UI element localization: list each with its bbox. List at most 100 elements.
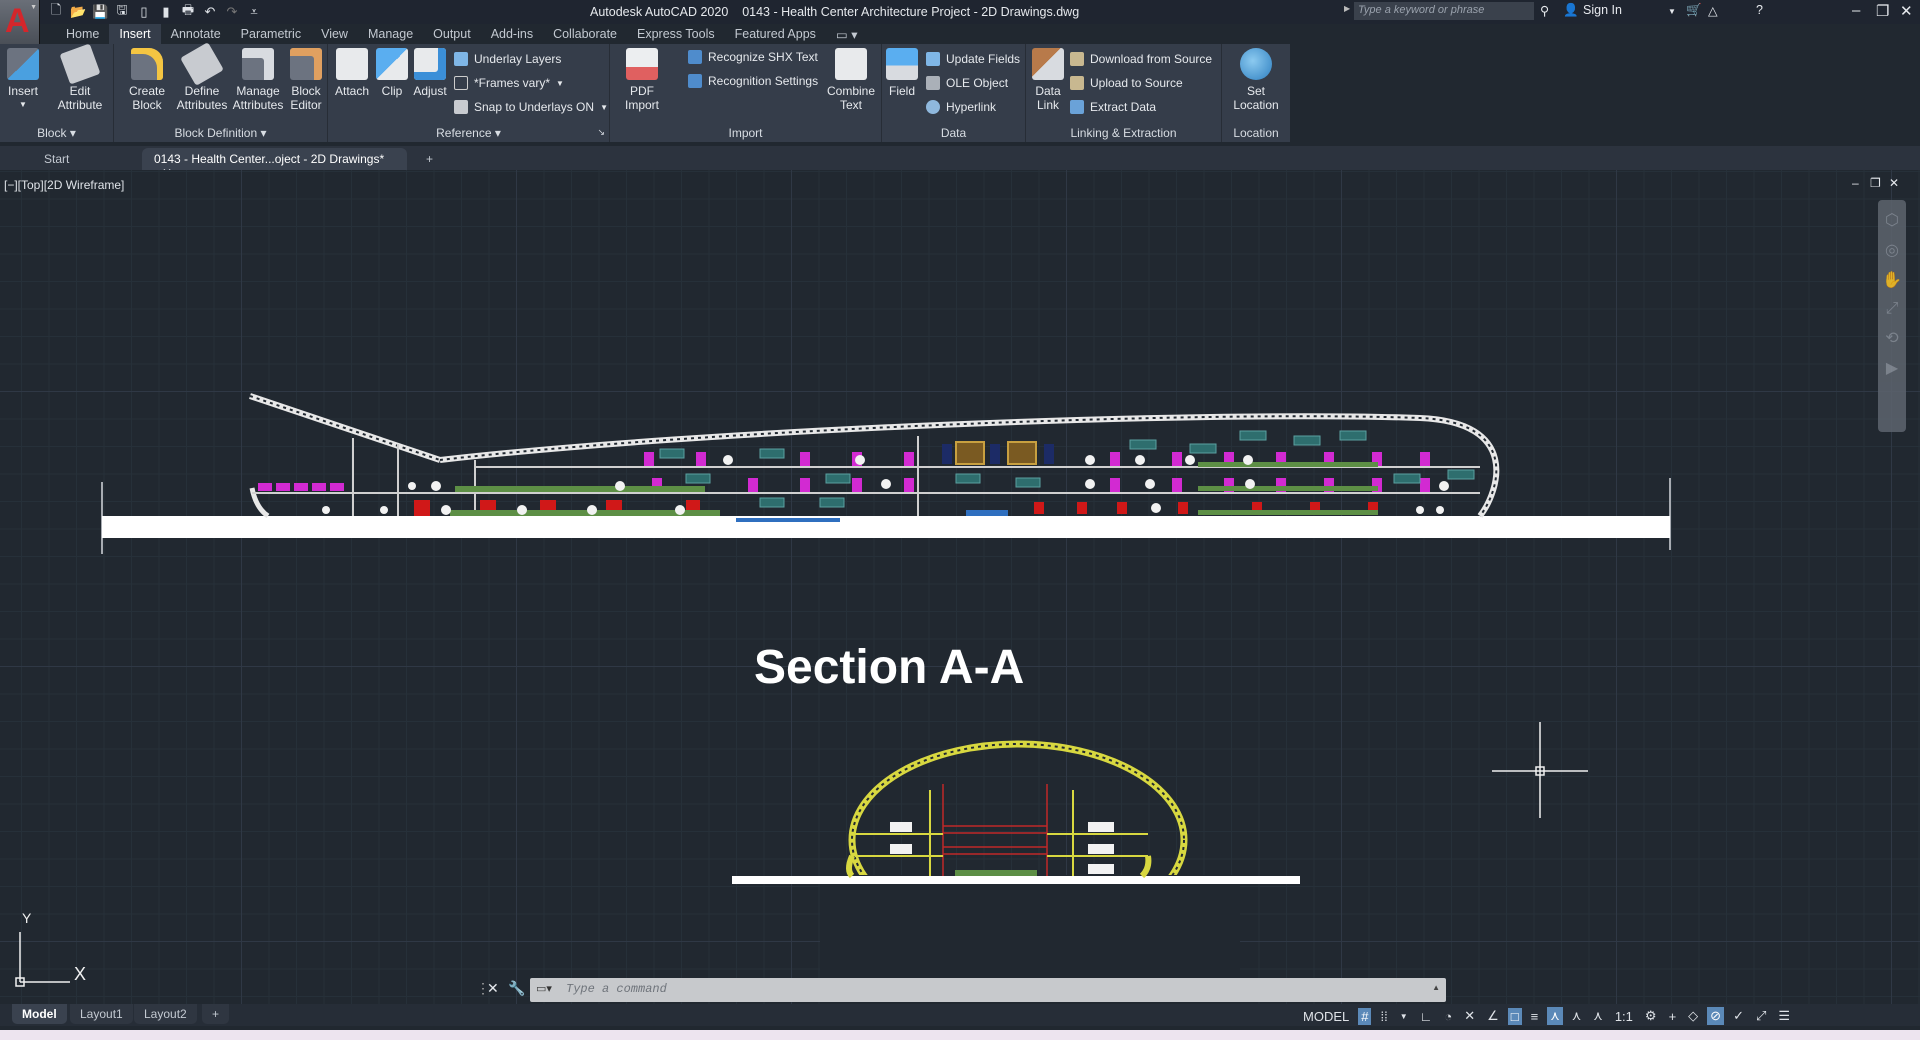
panel-title-block-definition[interactable]: Block Definition ▾: [174, 126, 267, 140]
isolate-objects-icon[interactable]: ⊘: [1707, 1007, 1725, 1025]
cmdline-grip-icon[interactable]: ⋮: [476, 980, 490, 996]
orbit-icon[interactable]: ⟲: [1885, 330, 1899, 347]
viewport-controls-label[interactable]: [−][Top][2D Wireframe]: [4, 178, 125, 192]
save-icon[interactable]: 💾: [92, 4, 109, 19]
extract-data-button[interactable]: Extract Data: [1070, 100, 1156, 114]
polar-tracking-icon[interactable]: ◔: [1444, 1008, 1453, 1024]
tab-annotate[interactable]: Annotate: [170, 27, 221, 41]
undo-icon[interactable]: ↶: [204, 4, 216, 19]
dialog-launcher-icon[interactable]: ↘: [597, 127, 605, 137]
workspace-gear-icon[interactable]: ⚙: [1644, 1008, 1657, 1023]
command-history-icon[interactable]: ▲: [1432, 983, 1440, 992]
help-icon[interactable]: ?: [1756, 3, 1763, 17]
tab-featured-apps[interactable]: Featured Apps: [734, 27, 816, 41]
underlay-layers-button[interactable]: Underlay Layers: [454, 52, 561, 66]
model-space-toggle[interactable]: MODEL: [1303, 1008, 1350, 1024]
tab-insert[interactable]: Insert: [109, 24, 161, 44]
tab-collaborate[interactable]: Collaborate: [553, 27, 618, 41]
update-fields-button[interactable]: Update Fields: [926, 52, 1020, 66]
auto-scale-icon[interactable]: ⋏: [1571, 1008, 1582, 1023]
object-snap-icon[interactable]: □: [1507, 1007, 1522, 1025]
cmdline-close-icon[interactable]: ✕: [487, 980, 499, 996]
recognize-shx-text-button[interactable]: Recognize SHX Text: [688, 50, 818, 64]
redo-icon[interactable]: ↷: [226, 4, 238, 19]
tab-layout1[interactable]: Layout1: [70, 1004, 133, 1024]
tab-active-drawing[interactable]: 0143 - Health Center...oject - 2D Drawin…: [142, 148, 407, 180]
ribbon-toggle-button[interactable]: ▭ ▾: [835, 28, 858, 42]
ole-object-button[interactable]: OLE Object: [926, 76, 1008, 90]
tab-manage[interactable]: Manage: [367, 27, 414, 41]
tab-layout2[interactable]: Layout2: [134, 1004, 197, 1024]
search-expand-icon[interactable]: ▶: [1344, 4, 1351, 13]
restore-icon[interactable]: ❐: [1876, 3, 1890, 20]
section-elevation-drawing[interactable]: [0, 170, 1920, 1004]
command-line-input[interactable]: ▭▾ Type a command ▲: [530, 978, 1446, 1002]
annotation-monitor-icon[interactable]: +: [1668, 1008, 1677, 1024]
snap-dropdown-icon[interactable]: ▼: [1399, 1011, 1408, 1021]
clean-screen-icon[interactable]: ⤢: [1755, 1008, 1767, 1023]
save-to-web-icon[interactable]: ▮: [162, 4, 170, 19]
lineweight-icon[interactable]: ≡: [1530, 1008, 1539, 1024]
hardware-accel-icon[interactable]: ✓: [1733, 1008, 1744, 1023]
add-layout-button[interactable]: +: [202, 1004, 230, 1024]
minimize-icon[interactable]: –: [1852, 2, 1861, 19]
cart-icon[interactable]: 🛒: [1686, 3, 1702, 17]
zoom-extents-icon[interactable]: ⤢: [1885, 300, 1899, 317]
customize-qat-icon[interactable]: ⩡: [250, 4, 258, 19]
tab-model[interactable]: Model: [12, 1004, 67, 1024]
tab-express-tools[interactable]: Express Tools: [637, 27, 715, 41]
new-icon[interactable]: 🗋: [50, 2, 62, 17]
sign-in-button[interactable]: Sign In: [1583, 3, 1622, 17]
field-button[interactable]: Field: [884, 48, 920, 98]
viewport-close-icon[interactable]: ✕: [1889, 176, 1900, 190]
autodesk-app-icon[interactable]: △: [1708, 4, 1718, 18]
user-icon[interactable]: 👤: [1563, 3, 1579, 17]
new-tab-button[interactable]: +: [426, 152, 434, 166]
hyperlink-button[interactable]: Hyperlink: [926, 100, 996, 114]
customization-menu-icon[interactable]: ☰: [1778, 1008, 1791, 1023]
wrench-icon[interactable]: 🔧: [508, 980, 526, 996]
save-as-icon[interactable]: 🖫: [116, 2, 128, 17]
tab-parametric[interactable]: Parametric: [240, 27, 302, 41]
binoculars-icon[interactable]: ⚲: [1540, 4, 1550, 18]
close-icon[interactable]: ✕: [1900, 3, 1913, 20]
annotation-visibility-icon[interactable]: ⋏: [1547, 1007, 1563, 1025]
help-search-input[interactable]: Type a keyword or phrase: [1354, 2, 1534, 20]
tab-home[interactable]: Home: [66, 27, 100, 41]
insert-button[interactable]: Insert▼: [4, 48, 42, 112]
tab-view[interactable]: View: [321, 27, 348, 41]
showmotion-icon[interactable]: ▶: [1885, 360, 1899, 377]
snap-underlays-dropdown[interactable]: Snap to Underlays ON▼: [454, 100, 608, 114]
pan-hand-icon[interactable]: ✋: [1882, 272, 1902, 289]
command-prompt-icon[interactable]: ▭▾: [536, 983, 552, 995]
upload-to-source-button[interactable]: Upload to Source: [1070, 76, 1183, 90]
annotation-scale-icon[interactable]: ⋏: [1593, 1008, 1603, 1023]
recognition-settings-button[interactable]: Recognition Settings: [688, 74, 818, 88]
snap-icon[interactable]: ⁞⁞: [1380, 1008, 1388, 1024]
viewport-restore-icon[interactable]: ❐: [1870, 176, 1881, 190]
application-menu-button[interactable]: A ▼: [0, 0, 40, 44]
tab-output[interactable]: Output: [433, 27, 471, 41]
panel-title-reference[interactable]: Reference ▾: [436, 126, 501, 140]
annotation-scale-dropdown[interactable]: 1:1: [1614, 1008, 1633, 1024]
open-icon[interactable]: 📂: [70, 4, 87, 19]
drawing-viewport[interactable]: [−][Top][2D Wireframe] – ❐ ✕ ⬡ ◎ ✋ ⤢ ⟲ ▶: [0, 170, 1920, 1004]
dynamic-ucs-icon[interactable]: ∠: [1487, 1008, 1499, 1023]
steering-wheel-icon[interactable]: ◎: [1885, 242, 1899, 259]
frames-vary-dropdown[interactable]: *Frames vary*▼: [454, 76, 564, 90]
tab-start[interactable]: Start: [44, 152, 70, 166]
tab-add-ins[interactable]: Add-ins: [490, 27, 534, 41]
units-icon[interactable]: ◇: [1688, 1008, 1699, 1023]
panel-title-block[interactable]: Block ▾: [37, 126, 76, 140]
viewcube-icon[interactable]: ⬡: [1885, 212, 1899, 229]
sign-in-dropdown-icon[interactable]: ▼: [1668, 7, 1676, 16]
